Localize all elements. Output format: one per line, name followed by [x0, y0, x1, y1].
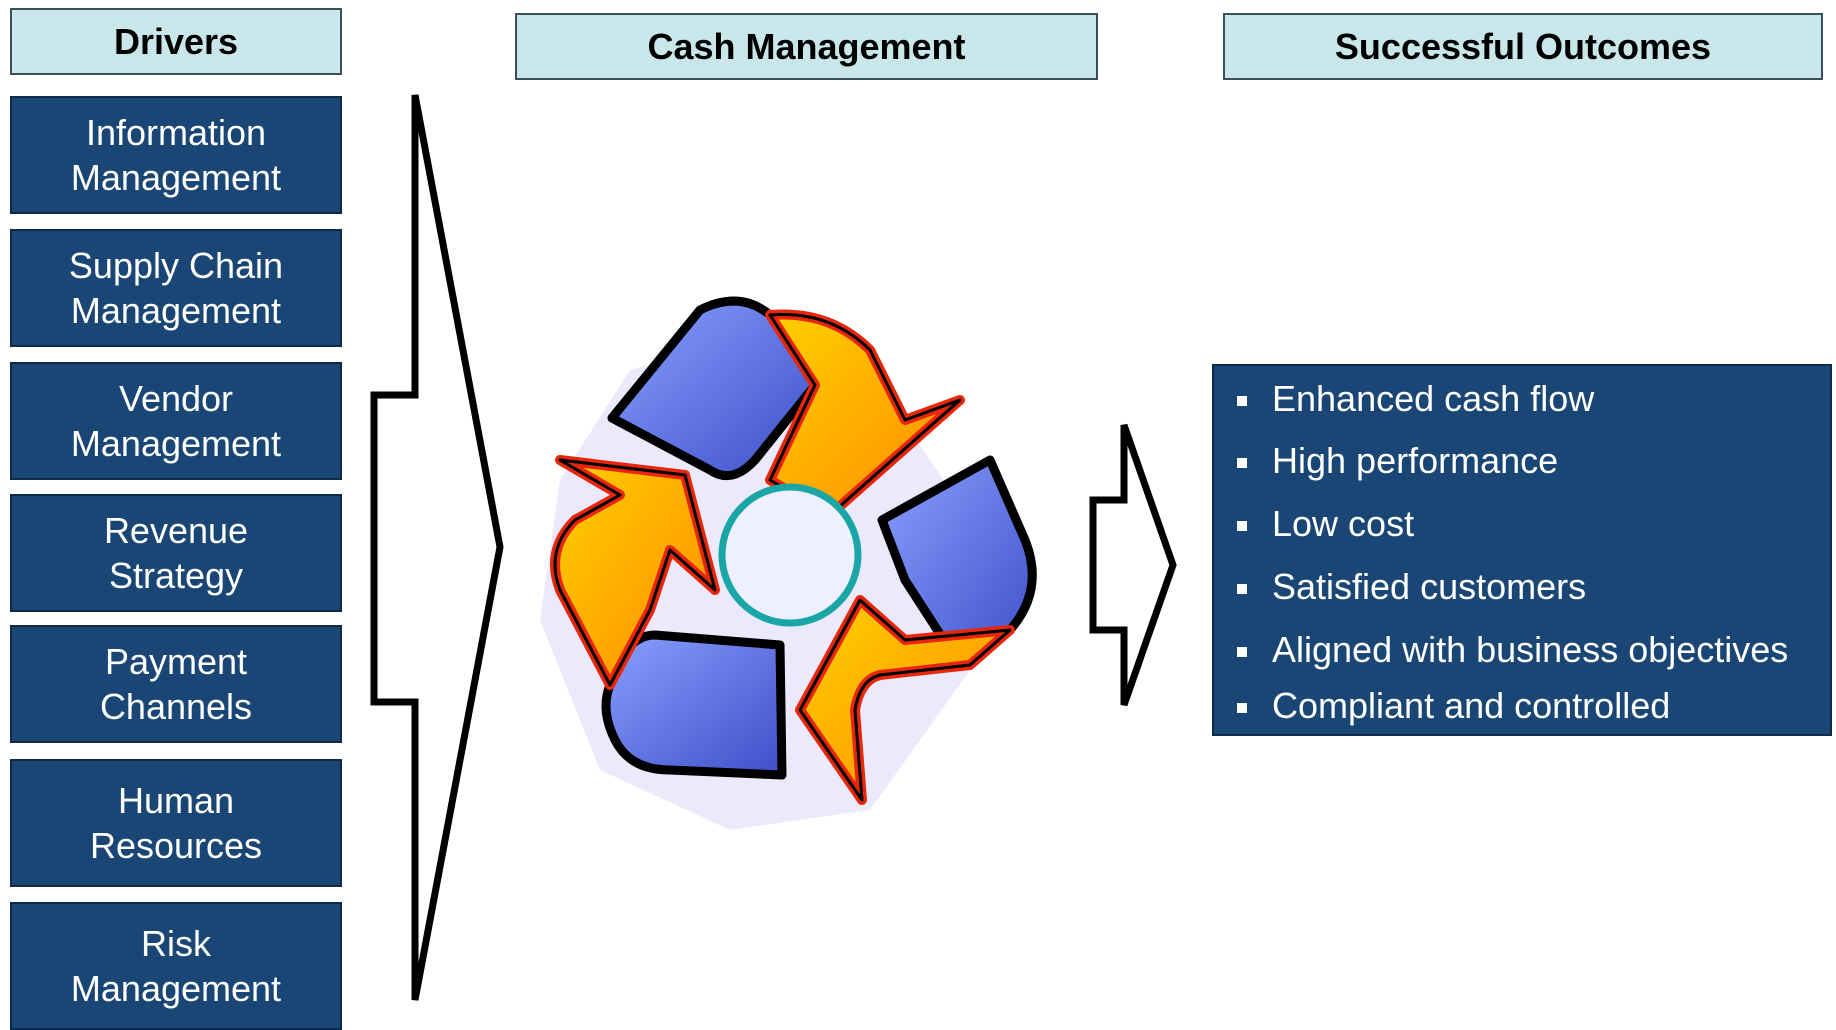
- driver-label-line1: Supply Chain: [68, 245, 284, 286]
- driver-label-line2: Management: [70, 290, 282, 331]
- driver-label-line2: Management: [70, 968, 282, 1009]
- bullet-icon: [1237, 458, 1247, 468]
- outcome-item: Aligned with business objectives: [1272, 629, 1789, 670]
- driver-label-line2: Management: [70, 157, 282, 198]
- driver-label-line2: Management: [70, 423, 282, 464]
- bullet-icon: [1237, 703, 1247, 713]
- successful-outcomes-header: Successful Outcomes: [1223, 13, 1823, 80]
- driver-label-line2: Channels: [99, 686, 253, 727]
- bullet-icon: [1237, 521, 1247, 531]
- outcome-item: Low cost: [1272, 503, 1415, 544]
- driver-label-line1: Revenue: [103, 510, 249, 551]
- recycle-arrows-icon: [540, 296, 1037, 830]
- driver-label-line2: Strategy: [108, 555, 244, 596]
- outcome-item: Satisfied customers: [1272, 566, 1587, 607]
- outcome-item: Compliant and controlled: [1272, 685, 1671, 726]
- drivers-header: Drivers: [10, 8, 342, 75]
- driver-label-line1: Payment: [104, 641, 248, 682]
- driver-label-line1: Vendor: [118, 378, 234, 419]
- outcome-item: High performance: [1272, 440, 1559, 481]
- driver-label-line2: Resources: [89, 825, 263, 866]
- outcomes-list: Enhanced cash flow High performance Low …: [1212, 364, 1832, 736]
- bullet-icon: [1237, 647, 1247, 657]
- bullet-icon: [1237, 584, 1247, 594]
- outcome-item: Enhanced cash flow: [1272, 378, 1595, 419]
- driver-label-line1: Risk: [140, 923, 211, 964]
- driver-label-line1: Information: [85, 112, 267, 153]
- driver-label-line1: Human: [117, 780, 235, 821]
- cash-management-header: Cash Management: [515, 13, 1098, 80]
- bullet-icon: [1237, 396, 1247, 406]
